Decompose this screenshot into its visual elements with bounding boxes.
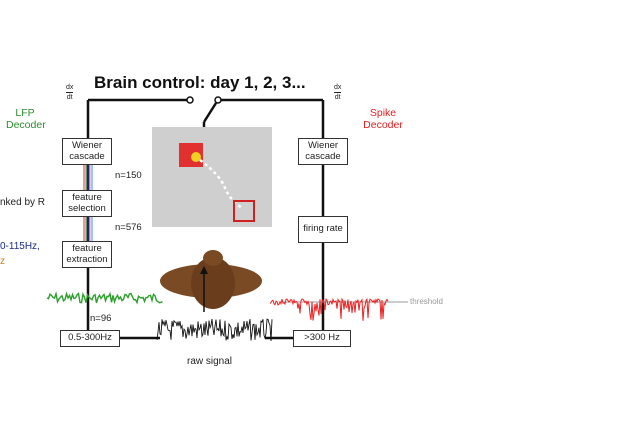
firing-rate: firing rate (298, 216, 348, 243)
feature-selection: feature selection (62, 190, 112, 217)
z-label-partial: z (0, 256, 5, 267)
right-wiener-cascade: Wiener cascade (298, 138, 348, 165)
switch-node-left (186, 96, 194, 104)
spike-trace (269, 297, 389, 321)
task-screen (152, 127, 272, 227)
target-square (233, 200, 255, 222)
spike-decoder-label: Spike Decoder (363, 107, 403, 131)
raw-signal-trace (156, 318, 273, 342)
feature-extraction: feature extraction (62, 241, 112, 268)
left-wiener-cascade: Wiener cascade (62, 138, 112, 165)
n96-label: n=96 (90, 313, 112, 324)
freq-label-partial: 0-115Hz, (0, 241, 40, 252)
cursor-dot (191, 152, 201, 162)
dt-label: dt (334, 94, 341, 101)
switch-arm (202, 102, 218, 123)
raw-signal-label: raw signal (187, 356, 233, 367)
n576-label: n=576 (115, 222, 142, 233)
dx-label: dx (66, 84, 74, 91)
dt-label: dt (66, 94, 73, 101)
derivative-left: dx dt (66, 84, 74, 101)
lfp-band-filter: 0.5-300Hz (60, 330, 120, 347)
threshold-label: threshold (410, 297, 443, 306)
lfp-decoder-label: LFP Decoder (6, 107, 46, 131)
n150-label: n=150 (115, 170, 142, 181)
ranked-label-partial: nked by R (0, 197, 46, 208)
cursor-trajectory (199, 159, 243, 210)
monkey-head (160, 250, 262, 309)
diagram-title: Brain control: day 1, 2, 3... (94, 73, 306, 92)
spike-band-filter: >300 Hz (293, 330, 351, 347)
feature-lines-upper (83, 164, 93, 190)
lfp-trace (46, 291, 163, 305)
switch-node-right (214, 96, 222, 104)
electrode-arrowhead (200, 266, 208, 274)
dx-label: dx (334, 84, 342, 91)
derivative-right: dx dt (334, 84, 342, 101)
feature-lines-lower (83, 217, 93, 241)
